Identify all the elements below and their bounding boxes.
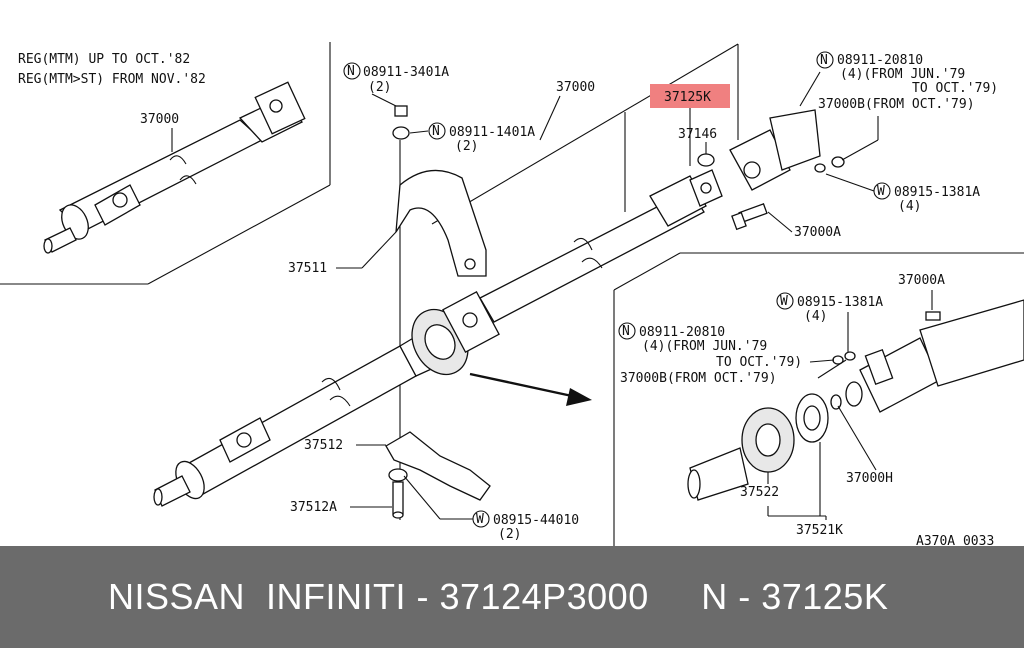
label-37512: 37512 [304,438,343,453]
direction-arrow [469,372,592,406]
circle-w-icon: W [877,184,885,199]
circle-w-icon: W [476,512,484,527]
svg-text:(2): (2) [368,80,391,95]
part-number-text: NISSAN INFINITI - 37124P3000 N - 37125K [108,576,889,617]
label-detail-37000b: 37000B(FROM OCT.'79) [620,371,777,386]
universal-joint-37125k [689,109,845,207]
label-detail-37000h: 37000H [846,471,893,486]
inset-propeller-shaft [43,81,306,254]
svg-text:08911-20810: 08911-20810 [639,325,725,340]
label-detail-n-20810: N 08911-20810 (4)(FROM JUN.'79 TO OCT.'7… [618,322,835,370]
svg-text:(4): (4) [898,199,921,214]
label-n-20810: N 08911-20810 (4)(FROM JUN.'79 TO OCT.'7… [799,51,998,107]
label-n-1401a: N 08911-1401A (2) [409,122,535,154]
svg-text:(4)(FROM JUN.'79: (4)(FROM JUN.'79 [642,339,767,354]
label-main-shaft: 37000 [556,80,595,95]
svg-text:08911-3401A: 08911-3401A [363,65,449,80]
label-detail-37521k: 37521K [796,523,843,538]
circle-n-icon: N [622,324,630,339]
label-detail-37522: 37522 [740,485,779,500]
circle-n-icon: N [820,53,828,68]
svg-text:08915-44010: 08915-44010 [493,513,579,528]
label-37511: 37511 [288,261,327,276]
circle-n-icon: N [347,64,355,79]
nut-stack [392,105,410,140]
highlighted-part-37125k: 37125K [650,84,730,166]
detail-view [687,299,1024,501]
label-37146: 37146 [678,127,717,142]
svg-text:08915-1381A: 08915-1381A [894,185,980,200]
svg-text:08911-20810: 08911-20810 [837,53,923,68]
inset-note-line2: REG(MTM>ST) FROM NOV.'82 [18,72,206,87]
svg-text:(2): (2) [498,527,521,542]
svg-text:(2): (2) [455,139,478,154]
label-w-1381a: W 08915-1381A (4) [825,173,980,214]
label-detail-w-1381a: W 08915-1381A (4) [776,292,883,352]
svg-text:37125K: 37125K [664,90,711,105]
svg-text:TO OCT.'79): TO OCT.'79) [716,355,802,370]
reference-code: A370A 0033 [916,534,994,546]
label-n-3401a: N 08911-3401A (2) [343,62,449,107]
label-37000a: 37000A [794,225,841,240]
lower-bracket [385,431,491,501]
main-propeller-shaft [153,175,707,507]
inset-shaft-label: 37000 [140,112,179,127]
inset-panel: REG(MTM) UP TO OCT.'82 REG(MTM>ST) FROM … [0,42,331,285]
svg-text:08911-1401A: 08911-1401A [449,125,535,140]
circle-w-icon: W [780,294,788,309]
svg-text:(4)(FROM JUN.'79: (4)(FROM JUN.'79 [840,67,965,82]
label-37512a: 37512A [290,500,337,515]
bolt-37512a [388,468,408,519]
svg-text:TO OCT.'79): TO OCT.'79) [912,81,998,96]
label-detail-37000a: 37000A [898,273,945,288]
inset-note-line1: REG(MTM) UP TO OCT.'82 [18,52,190,67]
label-w-44010: W 08915-44010 (2) [403,475,579,542]
parts-diagram: REG(MTM) UP TO OCT.'82 REG(MTM>ST) FROM … [0,42,1024,546]
svg-text:(4): (4) [804,309,827,324]
circle-n-icon: N [432,124,440,139]
label-37000b: 37000B(FROM OCT.'79) [818,97,975,112]
bolt-37000a-top [731,203,768,231]
center-bearing-bracket [395,169,487,277]
svg-text:08915-1381A: 08915-1381A [797,295,883,310]
part-number-banner: NISSAN INFINITI - 37124P3000 N - 37125K [0,546,1024,648]
